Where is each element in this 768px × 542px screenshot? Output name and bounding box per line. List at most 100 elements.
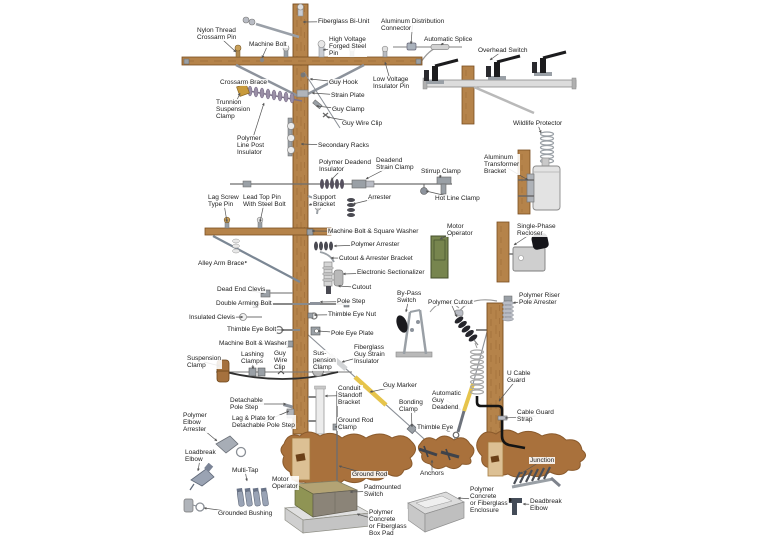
- label-single-phase-recloser: Single-Phase Recloser: [516, 223, 557, 237]
- label-lag-plate-detachable: Lag & Plate for Detachable Pole Step: [231, 415, 296, 429]
- label-polymer-arrester: Polymer Arrester: [350, 241, 401, 248]
- motor-operator-right-device: [430, 235, 449, 279]
- label-machine-bolt-square-washer: Machine Bolt & Square Washer: [327, 228, 420, 235]
- pole-top-pin: [297, 3, 304, 17]
- switch-unit-2: [486, 54, 521, 80]
- label-deadbreak-elbow: Deadbreak Elbow: [529, 498, 563, 512]
- label-stirrup-clamp: Stirrup Clamp: [420, 168, 462, 175]
- recloser-structure: [496, 221, 549, 283]
- label-conduit-standoff-bracket: Conduit Standoff Bracket: [337, 385, 364, 406]
- label-ground-rod: Ground Rod: [351, 471, 389, 478]
- loadbreak-elbow-device: [189, 462, 215, 491]
- polymer-cutout-device: [429, 299, 498, 346]
- label-insulated-clevis: Insulated Clevis: [188, 314, 236, 321]
- label-by-pass-switch: By-Pass Switch: [396, 290, 423, 304]
- label-motor-operator-right: Motor Operator: [446, 223, 474, 237]
- automatic-guy-deadend-device: [456, 410, 466, 433]
- transformer-structure: [517, 131, 561, 215]
- cutout-cluster: [314, 241, 344, 294]
- riser-pole-structure: [469, 295, 514, 444]
- label-ground-rod-clamp: Ground Rod Clamp: [337, 417, 375, 431]
- overhead-switch-structure: [422, 50, 577, 125]
- label-pole-eye-plate: Pole Eye Plate: [330, 330, 375, 337]
- label-overhead-switch: Overhead Switch: [477, 47, 529, 54]
- pole-step-device: [310, 302, 320, 305]
- label-guy-hook: Guy Hook: [328, 79, 359, 86]
- label-machine-bolt-washer: Machine Bolt & Washer: [218, 340, 288, 347]
- label-cutout: Cutout: [351, 284, 373, 291]
- label-detachable-pole-step: Detachable Pole Step: [229, 397, 264, 411]
- label-secondary-racks: Secondary Racks: [317, 142, 370, 149]
- label-grounded-bushing: Grounded Bushing: [217, 510, 274, 517]
- label-lead-top-pin-with-steel-bolt: Lead Top Pin With Steel Bolt: [242, 194, 287, 208]
- arrester-device: [347, 213, 355, 217]
- label-cable-guard-strap: Cable Guard Strap: [516, 409, 555, 423]
- label-aluminum-transformer-bracket: Aluminum Transformer Bracket: [483, 154, 521, 175]
- label-guy-marker: Guy Marker: [382, 382, 418, 389]
- distribution-conductor: [393, 42, 462, 63]
- label-low-voltage-insulator-pin: Low Voltage Insulator Pin: [372, 76, 411, 90]
- label-aluminum-distribution-connector: Aluminum Distribution Connector: [380, 18, 446, 32]
- label-polymer-riser-pole-arrester: Polymer Riser Pole Arrester: [518, 292, 561, 306]
- label-polymer-box-pad: Polymer Concrete or Fiberglass Box Pad: [368, 509, 408, 537]
- strain-plate-device: [296, 89, 309, 98]
- label-suspension-clamp-right: Sus- pension Clamp: [312, 350, 337, 371]
- label-multi-tap: Multi-Tap: [231, 467, 260, 474]
- label-deadend-strain-clamp: Deadend Strain Clamp: [375, 157, 415, 171]
- aluminum-transformer-bracket-device: [526, 173, 535, 203]
- label-electronic-sectionalizer: Electronic Sectionalizer: [356, 269, 426, 276]
- thimble-eye-device: [452, 431, 460, 439]
- label-arrester-mid: Arrester: [367, 194, 393, 201]
- switch-unit-1: [424, 58, 459, 84]
- secondary-racks-device: [287, 117, 295, 157]
- riser-coil: [469, 342, 485, 395]
- label-pole-step: Pole Step: [336, 298, 367, 305]
- junction-device: [511, 466, 561, 489]
- single-phase-recloser-device: [512, 246, 546, 272]
- nylon-thread-pin-device: [234, 44, 242, 52]
- label-guy-wire-clip: Guy Wire Clip: [341, 120, 384, 127]
- guy-hook-device: [300, 72, 306, 78]
- label-thimble-eye: Thimble Eye: [416, 424, 455, 431]
- high-voltage-pin-device: [317, 40, 326, 48]
- label-loadbreak-elbow: Loadbreak Elbow: [184, 449, 217, 463]
- label-motor-operator-bottom: Motor Operator: [271, 476, 299, 490]
- label-support-bracket: Support Bracket: [312, 194, 337, 208]
- label-guy-wire-clip-lower: Guy Wire Clip: [273, 350, 289, 371]
- label-polymer-elbow-arrester: Polymer Elbow Arrester: [182, 412, 208, 433]
- label-wildlife-protector: Wildlife Protector: [512, 120, 564, 127]
- label-dead-end-clevis: Dead End Clevis: [216, 286, 267, 293]
- label-double-arming-bolt: Double Arming Bolt: [215, 300, 273, 307]
- label-thimble-eye-bolt: Thimble Eye Bolt: [226, 326, 278, 333]
- polymer-riser-pole-arrester-device: [502, 295, 514, 322]
- label-hot-line-clamp: Hot Line Clamp: [434, 195, 481, 202]
- label-polymer-enclosure: Polymer Concrete or Fiberglass Enclosure: [469, 486, 509, 514]
- alley-arm-brace-device: [212, 235, 301, 283]
- label-machine-bolt-top: Machine Bolt: [248, 41, 288, 48]
- multi-tap-device: [236, 487, 269, 507]
- label-padmounted-switch: Padmounted Switch: [363, 484, 402, 498]
- polymer-arrester-device: [329, 241, 333, 251]
- label-bonding-clamp: Bonding Clamp: [398, 399, 424, 413]
- padmounted-switch-device: [283, 480, 372, 534]
- cutout-arrester-bracket-device: [319, 251, 335, 263]
- label-polymer-deadend-insulator: Polymer Deadend Insulator: [318, 159, 373, 173]
- label-suspension-clamp-left: Suspension Clamp: [186, 355, 222, 369]
- label-strain-plate: Strain Plate: [330, 92, 366, 99]
- label-thimble-eye-nut: Thimble Eye Nut: [327, 311, 378, 318]
- low-voltage-pin-device: [381, 45, 389, 53]
- label-crossarm-brace: Crossarm Brace: [219, 79, 268, 86]
- machine-bolt-device: [259, 57, 265, 63]
- polymer-enclosure-device: [407, 491, 465, 533]
- label-junction: Junction: [529, 457, 556, 464]
- switch-unit-3: [532, 50, 567, 76]
- label-nylon-thread-crossarm-pin: Nylon Thread Crossarm Pin: [196, 27, 238, 41]
- label-u-cable-guard: U Cable Guard: [506, 370, 532, 384]
- label-fiberglass-guy-strain-insulator: Fiberglass Guy Strain Insulator: [353, 344, 386, 365]
- polymer-elbow-arrester-device: [215, 435, 247, 458]
- label-lashing-clamps: Lashing Clamps: [240, 351, 265, 365]
- label-alley-arm-brace: Alley Arm Brace: [197, 260, 246, 267]
